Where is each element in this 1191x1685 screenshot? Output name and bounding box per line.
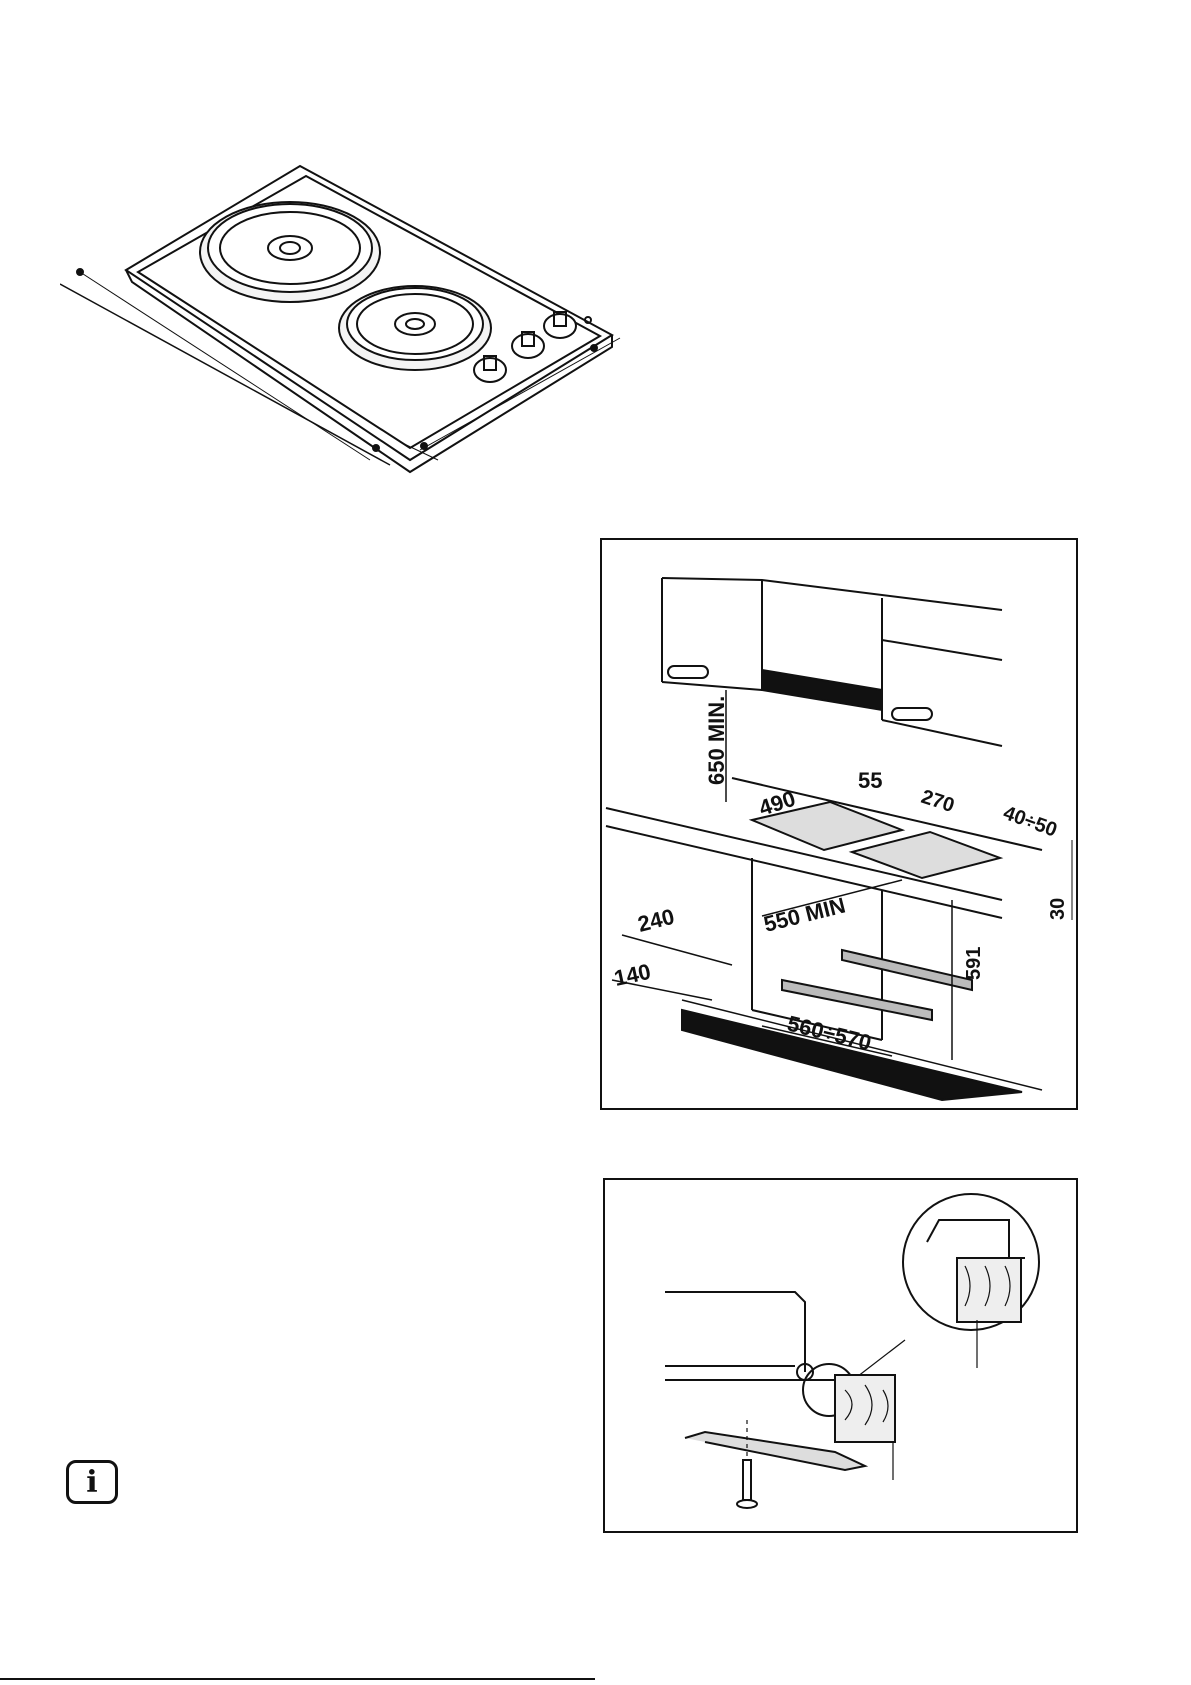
hob-drawing	[60, 160, 680, 510]
hob-illustration	[60, 160, 680, 510]
clamp-detail-diagram	[603, 1178, 1078, 1533]
label-gap: 55	[858, 768, 882, 793]
info-icon: i	[66, 1460, 118, 1504]
label-side-depth: 240	[635, 904, 677, 937]
footer-rule	[0, 1678, 595, 1680]
label-cutout-width: 270	[918, 786, 957, 817]
installation-diagram: 650 MIN. 490 55 270 40÷50 30 240 140 550…	[600, 538, 1078, 1110]
installation-illustration: 650 MIN. 490 55 270 40÷50 30 240 140 550…	[602, 540, 1076, 1108]
label-clearance: 650 MIN.	[704, 696, 729, 785]
clamp-illustration	[605, 1180, 1076, 1531]
label-height: 591	[963, 947, 985, 980]
label-front-offset: 140	[612, 959, 653, 991]
label-worktop: 30	[1047, 898, 1069, 920]
label-rear-gap: 40÷50	[1000, 802, 1060, 842]
label-cabinet-depth: 550 MIN	[761, 892, 848, 936]
